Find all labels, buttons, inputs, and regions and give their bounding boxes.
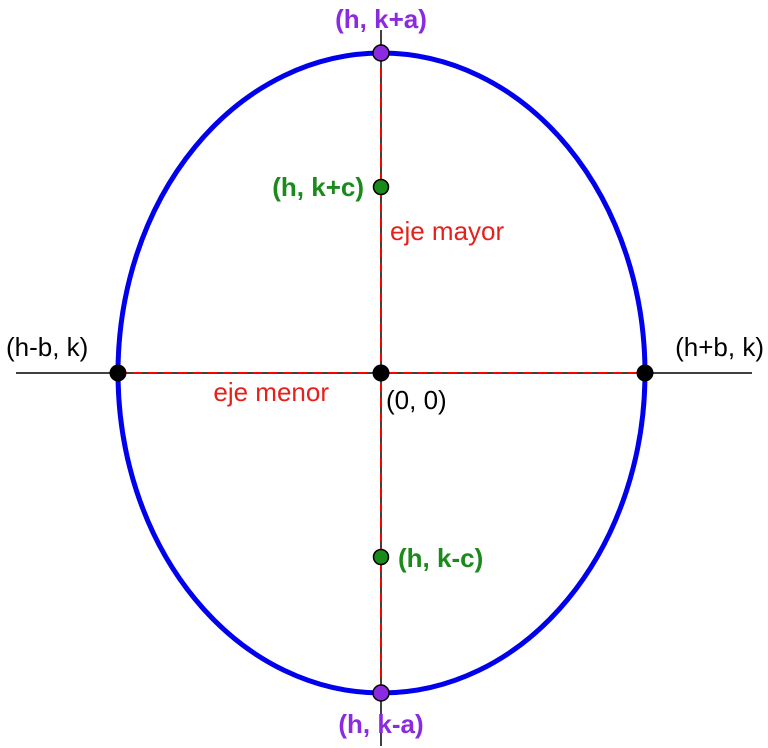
lower-focus-label: (h, k-c) [398, 543, 483, 573]
right-covertex-label: (h+b, k) [675, 332, 764, 362]
upper-focus-point [372, 178, 390, 196]
lower-focus-point [372, 548, 390, 566]
upper-focus-label: (h, k+c) [272, 172, 364, 202]
left-covertex-point [109, 364, 127, 382]
major-axis-label: eje mayor [390, 216, 504, 246]
bottom-vertex-point [372, 684, 390, 702]
right-covertex-point [636, 364, 654, 382]
center-label: (0, 0) [386, 385, 447, 415]
left-covertex-label: (h-b, k) [6, 332, 88, 362]
minor-axis-label: eje menor [213, 377, 329, 407]
center-point [372, 364, 390, 382]
top-vertex-point [372, 44, 390, 62]
top-vertex-label: (h, k+a) [335, 4, 427, 34]
bottom-vertex-label: (h, k-a) [338, 709, 423, 739]
